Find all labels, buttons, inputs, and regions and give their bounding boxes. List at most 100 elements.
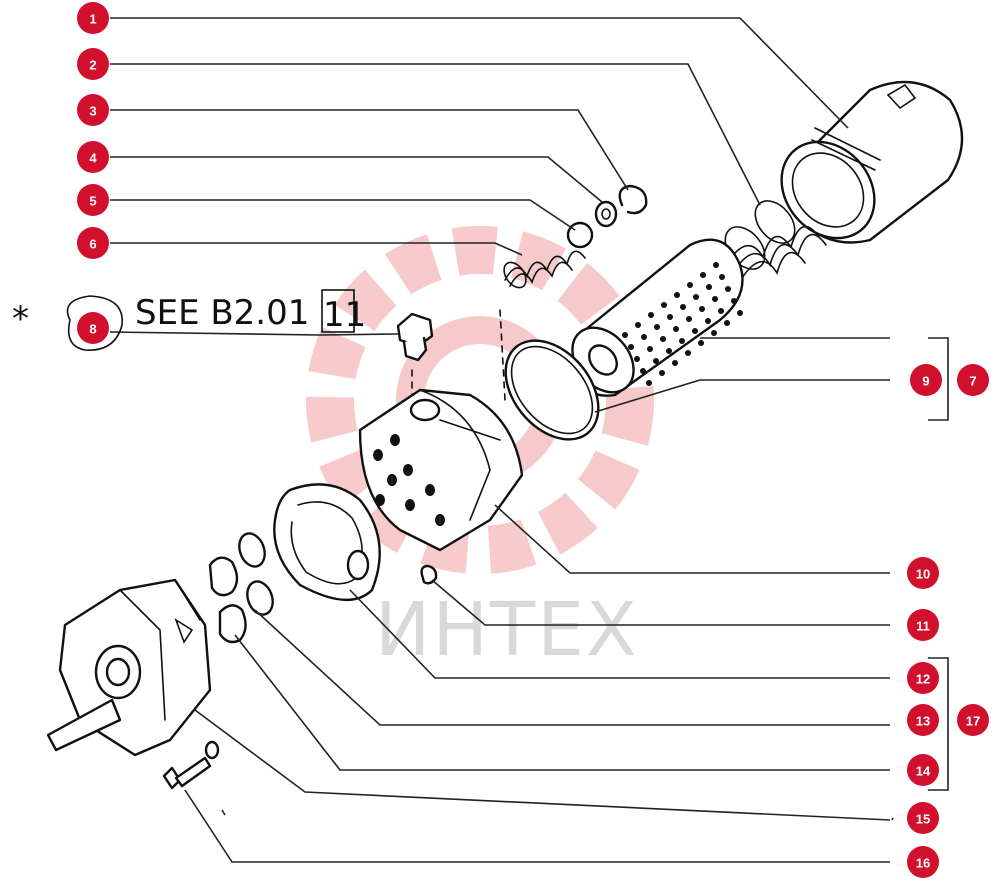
filter-mesh-hole: [641, 334, 647, 340]
callout-11: 11: [907, 609, 939, 641]
head-port-hole: [425, 484, 435, 496]
watermark-text: ИНТЕХ: [375, 587, 639, 673]
callout-number: 16: [916, 856, 930, 871]
filter-mesh-hole: [700, 272, 706, 278]
part-13-seals: [238, 532, 274, 616]
callout-15: 15: [907, 802, 939, 834]
callout-circle: [77, 184, 109, 216]
part-10-filter-head: [358, 388, 524, 552]
callout-16: 16: [907, 846, 939, 878]
filter-mesh-hole: [713, 262, 719, 268]
filter-mesh-hole: [711, 330, 717, 336]
filter-mesh-hole: [699, 306, 705, 312]
part-8-plug: [396, 312, 434, 362]
filter-mesh-hole: [706, 284, 712, 290]
filter-mesh-hole: [672, 360, 678, 366]
filter-mesh-hole: [686, 316, 692, 322]
callout-circle: [957, 704, 989, 736]
filter-mesh-hole: [648, 312, 654, 318]
callout-10: 10: [907, 557, 939, 589]
hand-box: [321, 289, 355, 333]
filter-mesh-hole: [685, 350, 691, 356]
callout-circle: [77, 141, 109, 173]
filter-mesh-hole: [653, 358, 659, 364]
filter-mesh-hole: [674, 292, 680, 298]
callout-circle: [77, 48, 109, 80]
filter-mesh-hole: [705, 318, 711, 324]
callout-number: 5: [89, 194, 96, 209]
part-3-circlip: [618, 184, 648, 215]
callout-circle: [907, 557, 939, 589]
filter-mesh-hole: [667, 314, 673, 320]
callout-number: 4: [89, 151, 97, 166]
filter-mesh-hole: [724, 320, 730, 326]
part-16-bolt: [162, 740, 220, 790]
part-5-ball: [566, 221, 594, 249]
callout-number: 15: [916, 812, 930, 827]
part-11-nut: [420, 564, 438, 585]
filter-mesh-hole: [659, 370, 665, 376]
filter-mesh-hole: [628, 344, 634, 350]
callout-number: 17: [966, 714, 980, 729]
callout-1: 1: [77, 2, 109, 34]
callout-number: 6: [89, 237, 96, 252]
asterisk-mark: *: [12, 299, 29, 339]
assembly-dashline: [411, 309, 506, 401]
part-14-seals: [208, 556, 247, 644]
callout-number: 10: [916, 567, 930, 582]
callout-4: 4: [77, 141, 109, 173]
filter-mesh-hole: [680, 304, 686, 310]
callout-7: 7: [957, 364, 989, 396]
filter-mesh-hole: [666, 348, 672, 354]
filter-mesh-hole: [634, 356, 640, 362]
filter-mesh-hole: [731, 298, 737, 304]
callout-8: 8: [77, 312, 109, 344]
part-4-washer: [594, 200, 618, 228]
callout-circle: [907, 754, 939, 786]
filter-mesh-hole: [679, 338, 685, 344]
callout-circle: [907, 802, 939, 834]
hand-annotation: * SEE B2.01 11: [12, 289, 366, 351]
callout-circle: [910, 364, 942, 396]
callout-12: 12: [907, 662, 939, 694]
filter-mesh-hole: [640, 368, 646, 374]
callout-number: 2: [89, 58, 96, 73]
filter-mesh-hole: [646, 380, 652, 386]
callout-17: 17: [957, 704, 989, 736]
callout-circle: [907, 609, 939, 641]
callout-2: 2: [77, 48, 109, 80]
callout-circle: [77, 312, 109, 344]
head-port-hole: [405, 499, 415, 511]
callout-number: 3: [89, 104, 96, 119]
filter-mesh-hole: [635, 322, 641, 328]
callout-number: 8: [89, 322, 96, 337]
filter-mesh-hole: [737, 310, 743, 316]
callout-circle: [77, 227, 109, 259]
filter-mesh-hole: [712, 296, 718, 302]
head-port-hole: [373, 449, 383, 461]
part-12-gasket: [273, 483, 381, 601]
head-port-hole: [387, 474, 397, 486]
see-reference-text: SEE B2.01: [135, 293, 309, 333]
callout-number: 11: [916, 619, 930, 634]
filter-mesh-hole: [654, 324, 660, 330]
filter-mesh-hole: [622, 332, 628, 338]
filter-mesh-hole: [725, 286, 731, 292]
filter-mesh-hole: [719, 274, 725, 280]
leader-lines: [109, 17, 949, 863]
callout-number: 13: [916, 714, 930, 729]
filter-mesh-hole: [647, 346, 653, 352]
callout-circle: [957, 364, 989, 396]
callout-3: 3: [77, 94, 109, 126]
filter-mesh-hole: [673, 326, 679, 332]
filter-mesh-hole: [718, 308, 724, 314]
callout-circle: [907, 704, 939, 736]
part-1-filter-bowl: [780, 80, 964, 244]
part-6-spring-small: [503, 250, 586, 289]
filter-mesh-hole: [661, 302, 667, 308]
callout-number: 7: [969, 374, 976, 389]
callout-6: 6: [77, 227, 109, 259]
filter-mesh-hole: [693, 294, 699, 300]
